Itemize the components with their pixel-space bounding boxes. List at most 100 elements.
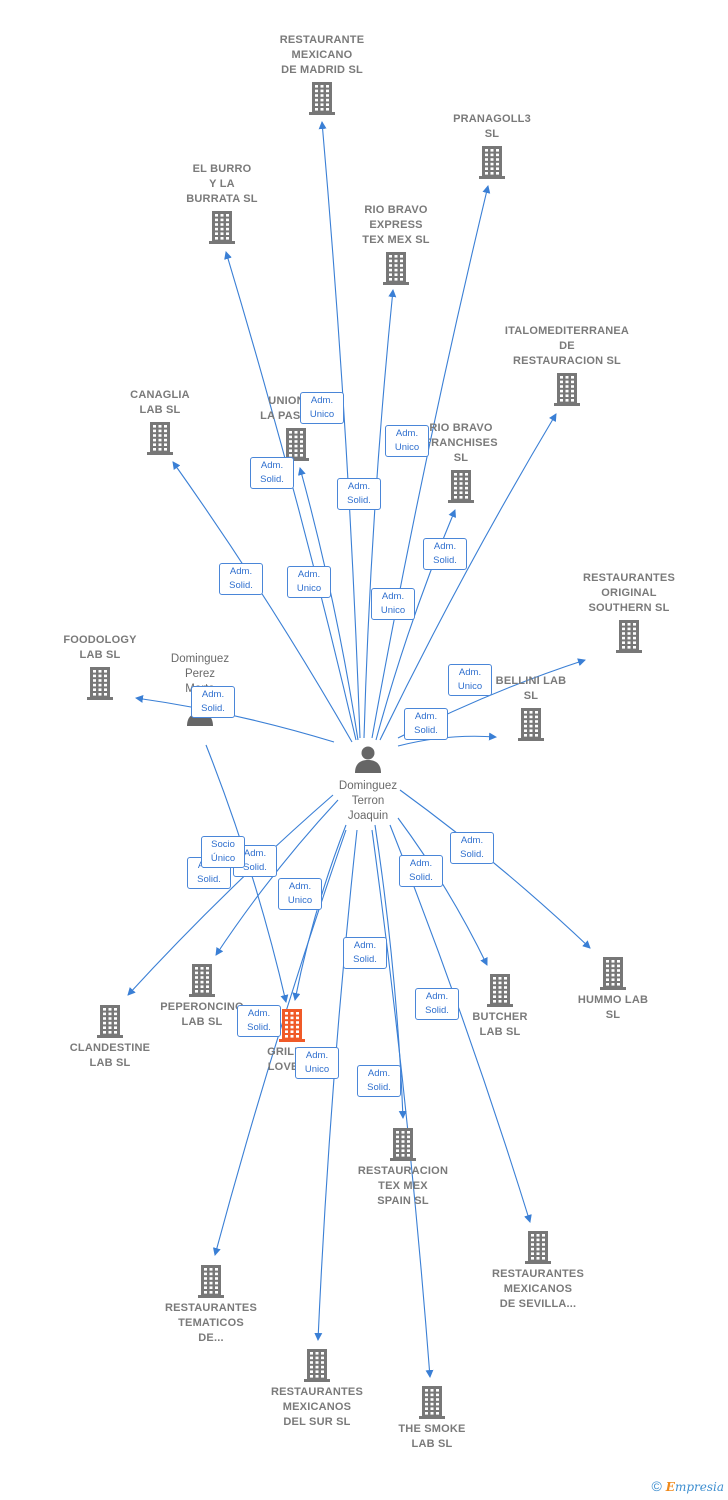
building-icon: [502, 371, 632, 407]
company-label: CANAGLIA LAB SL: [130, 389, 190, 416]
company-node-rest-mex-madrid[interactable]: RESTAURANTE MEXICANO DE MADRID SL: [257, 33, 387, 116]
edge-joaquin-foodology: [135, 695, 335, 743]
building-icon: [137, 962, 267, 998]
relation-badge-rest_mex_sur[interactable]: Adm. Unico: [295, 1047, 339, 1079]
edge-joaquin-union_pasta: [297, 467, 359, 741]
building-icon: [427, 144, 557, 180]
relation-badge-hummo[interactable]: Adm. Solid.: [450, 832, 494, 864]
relation-badge-rest_texmex_spain[interactable]: Adm. Solid.: [343, 937, 387, 969]
building-icon: [338, 1126, 468, 1162]
company-node-rio-bravo-express[interactable]: RIO BRAVO EXPRESS TEX MEX SL: [331, 203, 461, 286]
company-label: CLANDESTINE LAB SL: [69, 1042, 151, 1069]
edge-joaquin-canaglia: [172, 461, 353, 743]
edge-joaquin-grilled_love: [292, 824, 347, 1001]
relation-badge-grilled_love-marta[interactable]: Socio Único: [201, 836, 245, 868]
edge-joaquin-rest_mex_madrid: [318, 121, 361, 739]
company-label: THE SMOKE LAB SL: [398, 1423, 466, 1450]
relation-badge-bellini[interactable]: Adm. Solid.: [404, 708, 448, 740]
relation-badge-grilled_love[interactable]: Adm. Unico: [278, 878, 322, 910]
building-icon-highlight: [227, 1007, 357, 1043]
building-icon: [157, 209, 287, 245]
person-label: Dominguez Terron Joaquin: [338, 780, 398, 822]
building-icon: [435, 972, 565, 1008]
company-node-rest-texmex-spain[interactable]: RESTAURACION TEX MEX SPAIN SL: [338, 1124, 468, 1209]
building-icon: [257, 80, 387, 116]
company-label: PEPERONCINO LAB SL: [160, 1001, 244, 1028]
company-node-canaglia[interactable]: CANAGLIA LAB SL: [95, 388, 225, 456]
company-label: EL BURRO Y LA BURRATA SL: [186, 163, 258, 205]
building-icon: [396, 468, 526, 504]
person-icon: [318, 744, 418, 779]
relation-badge-butcher[interactable]: Adm. Solid.: [399, 855, 443, 887]
person-node-joaquin[interactable]: Dominguez Terron Joaquin: [318, 744, 418, 824]
relation-badge-rest_mex_sevilla[interactable]: Adm. Solid.: [415, 988, 459, 1020]
edge-joaquin-pranagoll3: [371, 185, 491, 739]
edge-joaquin-butcher: [397, 817, 488, 966]
company-label: RESTAURANTES MEXICANOS DE SEVILLA...: [491, 1268, 585, 1310]
company-node-italomed[interactable]: ITALOMEDITERRANEA DE RESTAURACION SL: [502, 324, 632, 407]
building-icon: [548, 955, 678, 991]
company-node-el-burro[interactable]: EL BURRO Y LA BURRATA SL: [157, 162, 287, 245]
company-label: RESTAURANTES MEXICANOS DEL SUR SL: [270, 1386, 364, 1428]
company-node-grilled-love[interactable]: GRILLED LOVE SL: [227, 1005, 357, 1075]
building-icon: [45, 1003, 175, 1039]
company-node-the-smoke[interactable]: THE SMOKE LAB SL: [367, 1382, 497, 1452]
company-node-foodology[interactable]: FOODOLOGY LAB SL: [35, 633, 165, 701]
relation-badge-rio_bravo_express[interactable]: Adm. Unico: [287, 566, 331, 598]
edge-joaquin-rest_texmex_spain: [374, 824, 407, 1119]
relation-badge-italomed[interactable]: Adm. Solid.: [423, 538, 467, 570]
footer-brand[interactable]: ©Empresia: [651, 1478, 724, 1494]
company-node-butcher[interactable]: BUTCHER LAB SL: [435, 970, 565, 1040]
building-icon: [231, 426, 361, 462]
company-label: RESTAURANTES TEMATICOS DE...: [164, 1302, 258, 1344]
company-node-rest-mex-sur[interactable]: RESTAURANTES MEXICANOS DEL SUR SL: [252, 1345, 382, 1430]
building-icon: [95, 420, 225, 456]
building-icon: [331, 250, 461, 286]
company-node-peperoncino[interactable]: PEPERONCINO LAB SL: [137, 960, 267, 1030]
edge-joaquin-clandestine: [127, 794, 334, 996]
brand-logo-e: E: [665, 1480, 675, 1494]
company-label: RIO BRAVO EXPRESS TEX MEX SL: [362, 204, 430, 246]
building-icon: [466, 706, 596, 742]
relation-badge-rest_original[interactable]: Adm. Unico: [448, 664, 492, 696]
relation-badge-pranagoll3[interactable]: Adm. Solid.: [337, 478, 381, 510]
company-node-pranagoll3[interactable]: PRANAGOLL3 SL: [427, 112, 557, 180]
company-label: BUTCHER LAB SL: [472, 1011, 528, 1038]
company-node-rio-bravo-fr[interactable]: RIO BRAVO FRANCHISES SL: [396, 421, 526, 504]
building-icon: [252, 1347, 382, 1383]
relation-badge-rest_mex_madrid[interactable]: Adm. Unico: [300, 392, 344, 424]
company-node-bellini[interactable]: BELLINI LAB SL: [466, 674, 596, 742]
company-node-rest-tematicos[interactable]: RESTAURANTES TEMATICOS DE...: [146, 1261, 276, 1346]
relation-badge-rio_bravo_fr[interactable]: Adm. Unico: [385, 425, 429, 457]
building-icon: [367, 1384, 497, 1420]
company-node-rest-original[interactable]: RESTAURANTES ORIGINAL SOUTHERN SL: [564, 571, 694, 654]
brand-logo-text: mpresia: [674, 1480, 724, 1494]
company-label: BELLINI LAB SL: [495, 675, 567, 702]
relation-badge-canaglia[interactable]: Adm. Solid.: [219, 563, 263, 595]
company-label: RESTAURANTES ORIGINAL SOUTHERN SL: [582, 572, 676, 614]
building-icon: [473, 1229, 603, 1265]
relation-badge-rest_tematicos[interactable]: Adm. Solid.: [237, 1005, 281, 1037]
edge-joaquin-rio_bravo_express: [363, 289, 397, 739]
building-icon: [35, 665, 165, 701]
relation-badge-union_pasta[interactable]: Adm. Unico: [371, 588, 415, 620]
building-icon: [146, 1263, 276, 1299]
building-icon: [564, 618, 694, 654]
company-label: PRANAGOLL3 SL: [453, 113, 531, 140]
edge-joaquin-rest_mex_sur: [314, 829, 358, 1341]
company-node-clandestine[interactable]: CLANDESTINE LAB SL: [45, 1001, 175, 1071]
company-label: RIO BRAVO FRANCHISES SL: [424, 422, 498, 464]
company-label: HUMMO LAB SL: [577, 994, 649, 1021]
edge-joaquin-rest_tematicos: [212, 829, 347, 1256]
relation-badge-the_smoke[interactable]: Adm. Solid.: [357, 1065, 401, 1097]
company-label: FOODOLOGY LAB SL: [63, 634, 137, 661]
relation-badge-foodology[interactable]: Adm. Solid.: [191, 686, 235, 718]
company-node-hummo[interactable]: HUMMO LAB SL: [548, 953, 678, 1023]
relation-badge-el_burro[interactable]: Adm. Solid.: [250, 457, 294, 489]
company-node-rest-mex-sevilla[interactable]: RESTAURANTES MEXICANOS DE SEVILLA...: [473, 1227, 603, 1312]
edge-joaquin-italomed: [379, 413, 557, 741]
edge-joaquin-el_burro: [224, 251, 357, 741]
copyright-symbol: ©: [651, 1478, 662, 1494]
edge-joaquin-the_smoke: [371, 829, 434, 1378]
